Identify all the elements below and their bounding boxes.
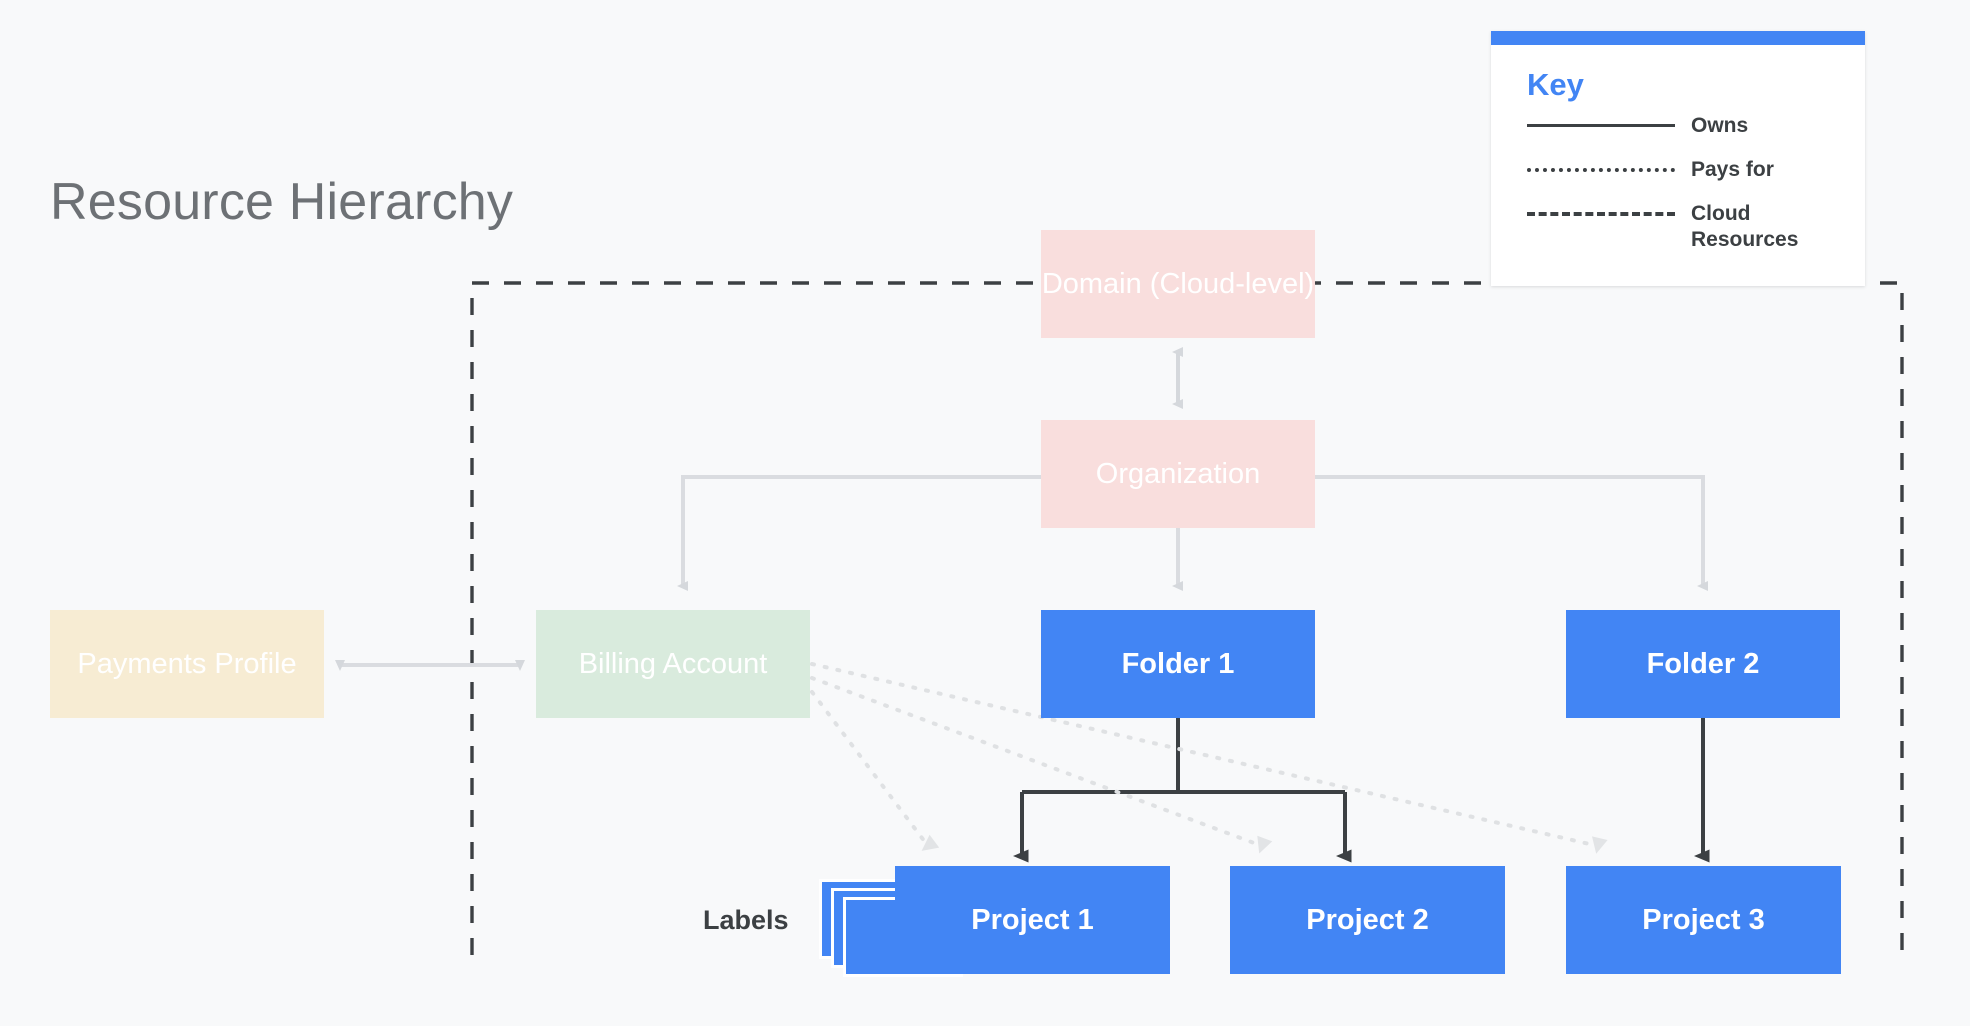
key-accent-bar [1491, 31, 1865, 45]
dotted-line-icon [1527, 168, 1675, 172]
node-project-3[interactable]: Project 3 [1566, 866, 1841, 974]
key-body: Key Owns Pays for Cloud Resources [1491, 45, 1865, 286]
edge-organization-billing-account [677, 475, 1041, 591]
node-folder-2[interactable]: Folder 2 [1566, 610, 1840, 718]
node-payments-profile[interactable]: Payments Profile [50, 610, 324, 718]
node-folder-1[interactable]: Folder 1 [1041, 610, 1315, 718]
node-organization[interactable]: Organization [1041, 420, 1315, 528]
key-title: Key [1527, 67, 1584, 102]
key-row-owns: Owns [1527, 113, 1835, 151]
node-domain[interactable]: Domain (Cloud-level) [1041, 230, 1315, 338]
node-project-1[interactable]: Project 1 [895, 866, 1170, 974]
key-label-owns: Owns [1691, 114, 1749, 137]
edge-billing-pays-project1 [810, 690, 940, 851]
labels-caption: Labels [703, 905, 789, 935]
key-row-pays-for: Pays for [1527, 157, 1835, 195]
solid-line-icon [1527, 124, 1675, 127]
node-project-2[interactable]: Project 2 [1230, 866, 1505, 974]
node-billing-account[interactable]: Billing Account [536, 610, 810, 718]
key-legend-card: Key Owns Pays for Cloud Resources [1491, 31, 1865, 286]
dashed-line-icon [1527, 212, 1675, 216]
page-title: Resource Hierarchy [50, 173, 514, 231]
key-label-pays-for: Pays for [1691, 158, 1774, 181]
edge-organization-folder2 [1315, 475, 1708, 591]
key-label-cloud-resources: Cloud Resources [1691, 202, 1799, 252]
key-row-cloud-resources: Cloud Resources [1527, 201, 1835, 254]
